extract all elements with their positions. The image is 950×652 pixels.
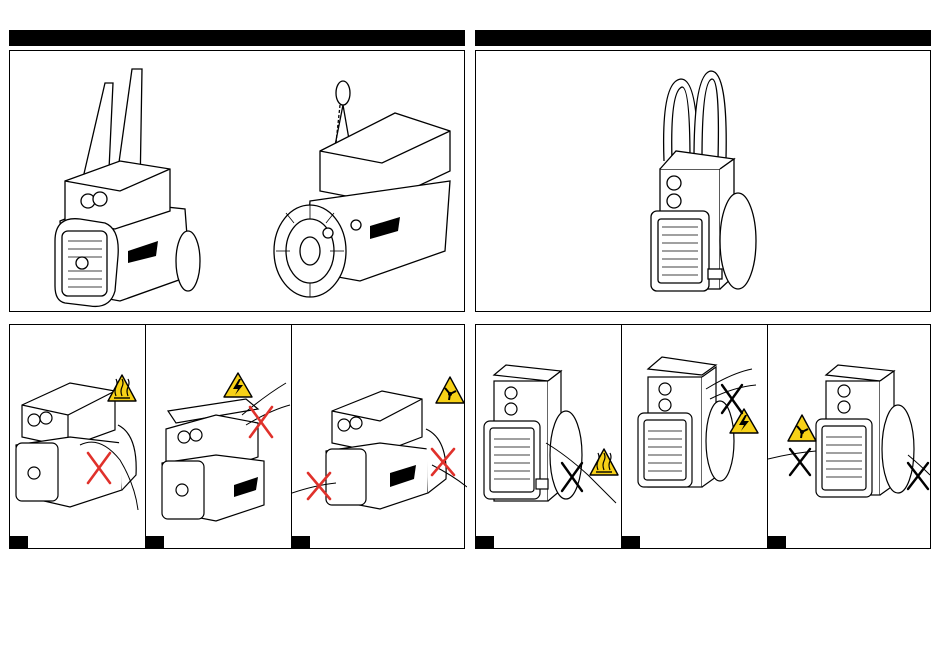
figure-tag [622, 536, 640, 548]
figure-tag [146, 536, 164, 548]
prohibition-cross-icon [622, 325, 768, 550]
prohibition-cross-icon [292, 325, 467, 550]
prohibition-cross-icon [476, 325, 621, 550]
rotating-parts-warning [767, 325, 932, 548]
generator-vertical-with-slings [476, 51, 932, 313]
figure-tag [768, 536, 786, 548]
generator-lifted-by-chain-hook [10, 51, 466, 313]
figure-tag [292, 536, 310, 548]
left-section-header-bar [9, 30, 465, 46]
prohibition-cross-icon [10, 325, 145, 550]
lifting-figure-panel-right [475, 50, 931, 312]
prohibition-cross-icon [146, 325, 292, 550]
hot-surface-warning [476, 325, 621, 548]
figure-tag [476, 536, 494, 548]
electric-shock-warning [145, 325, 291, 548]
prohibition-cross-icon [768, 325, 933, 550]
safety-warnings-panel-left [9, 324, 465, 549]
lifting-figure-panel-left [9, 50, 465, 312]
figure-tag [10, 536, 28, 548]
right-section-header-bar [475, 30, 931, 46]
safety-warnings-panel-right [475, 324, 931, 549]
rotating-parts-warning [291, 325, 466, 548]
electric-shock-warning [621, 325, 767, 548]
hot-surface-warning [10, 325, 145, 548]
